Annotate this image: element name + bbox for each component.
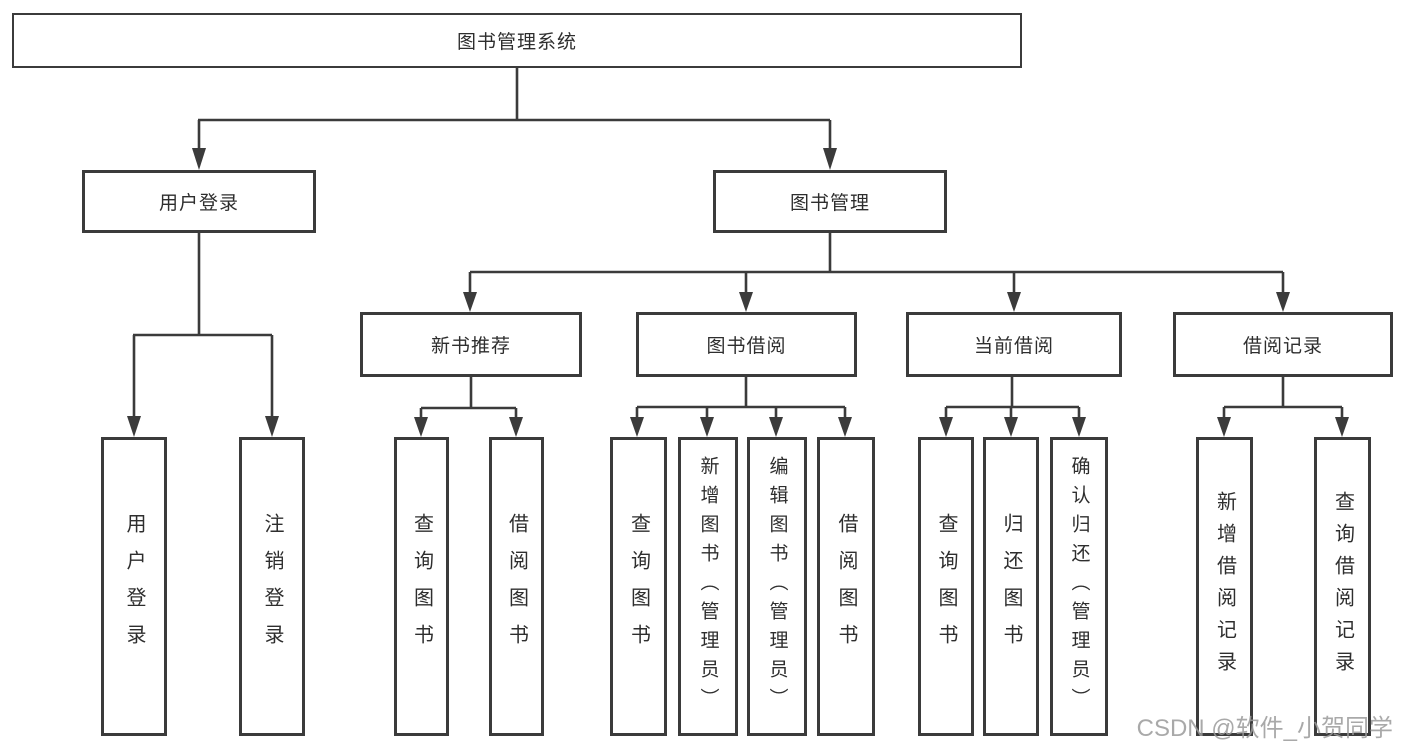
leaf-query-books-current-label: 查询图书 bbox=[935, 512, 957, 661]
leaf-borrow-books-borrow: 借阅图书 bbox=[817, 437, 875, 736]
connector-book-management-branch bbox=[463, 233, 1290, 312]
leaf-borrow-books-recommend-label: 借阅图书 bbox=[505, 512, 528, 661]
node-new-book-recommend: 新书推荐 bbox=[360, 312, 582, 377]
leaf-confirm-return-admin-label: 确认归还（管理员） bbox=[1068, 456, 1090, 717]
leaf-query-borrow-record: 查询借阅记录 bbox=[1314, 437, 1371, 736]
leaf-borrow-books-borrow-label: 借阅图书 bbox=[835, 512, 857, 661]
leaf-add-book-admin-label: 新增图书（管理员） bbox=[697, 456, 719, 717]
node-book-borrow-label: 图书借阅 bbox=[706, 336, 787, 357]
leaf-return-book: 归还图书 bbox=[983, 437, 1039, 736]
csdn-watermark: CSDN @软件_小贺同学 bbox=[1136, 715, 1393, 742]
leaf-add-borrow-record-label: 新增借阅记录 bbox=[1213, 490, 1236, 683]
leaf-user-login: 用户登录 bbox=[101, 437, 167, 736]
leaf-edit-book-admin: 编辑图书（管理员） bbox=[747, 437, 807, 736]
leaf-user-login-label: 用户登录 bbox=[123, 512, 145, 661]
node-book-borrow: 图书借阅 bbox=[636, 312, 857, 377]
connector-new-book-branch bbox=[414, 377, 523, 437]
leaf-query-borrow-record-label: 查询借阅记录 bbox=[1331, 490, 1354, 683]
leaf-logout-label: 注销登录 bbox=[261, 512, 283, 661]
node-book-management: 图书管理 bbox=[713, 170, 947, 233]
leaf-logout: 注销登录 bbox=[239, 437, 305, 736]
leaf-borrow-books-recommend: 借阅图书 bbox=[489, 437, 544, 736]
node-user-login-label: 用户登录 bbox=[158, 193, 239, 214]
node-current-borrow: 当前借阅 bbox=[906, 312, 1122, 377]
connector-user-login-branch bbox=[127, 233, 279, 437]
node-user-login: 用户登录 bbox=[82, 170, 316, 233]
leaf-query-books-current: 查询图书 bbox=[918, 437, 974, 736]
leaf-return-book-label: 归还图书 bbox=[1000, 512, 1022, 661]
node-book-management-label: 图书管理 bbox=[789, 193, 870, 214]
leaf-query-books-recommend: 查询图书 bbox=[394, 437, 449, 736]
leaf-edit-book-admin-label: 编辑图书（管理员） bbox=[766, 456, 788, 717]
connector-book-borrow-branch bbox=[630, 377, 852, 437]
leaf-add-borrow-record: 新增借阅记录 bbox=[1196, 437, 1253, 736]
connector-current-borrow-branch bbox=[939, 377, 1086, 437]
node-root-label: 图书管理系统 bbox=[456, 32, 577, 53]
leaf-query-books-borrow-label: 查询图书 bbox=[627, 512, 650, 661]
leaf-query-books-recommend-label: 查询图书 bbox=[410, 512, 433, 661]
leaf-add-book-admin: 新增图书（管理员） bbox=[678, 437, 738, 736]
leaf-query-books-borrow: 查询图书 bbox=[610, 437, 667, 736]
connector-borrow-records-branch bbox=[1217, 377, 1349, 437]
node-current-borrow-label: 当前借阅 bbox=[973, 336, 1054, 357]
leaf-confirm-return-admin: 确认归还（管理员） bbox=[1050, 437, 1108, 736]
node-borrow-records-label: 借阅记录 bbox=[1242, 336, 1323, 357]
node-new-book-recommend-label: 新书推荐 bbox=[430, 336, 511, 357]
node-root: 图书管理系统 bbox=[12, 13, 1022, 68]
node-borrow-records: 借阅记录 bbox=[1173, 312, 1393, 377]
connector-root-branch bbox=[192, 68, 837, 170]
